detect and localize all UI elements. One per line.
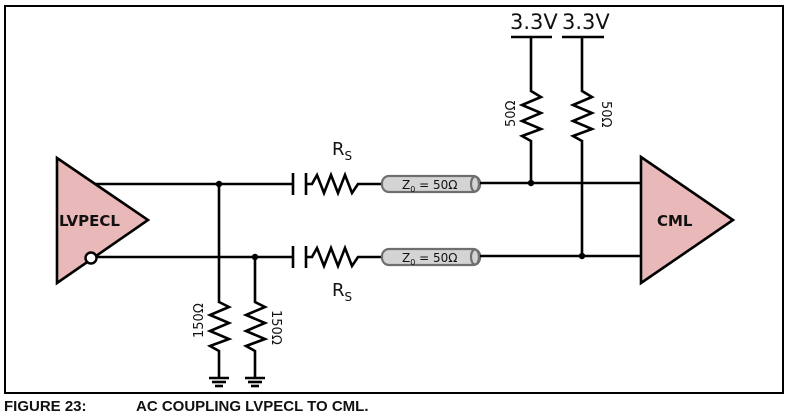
pulldown-resistor-label-left: 150Ω: [192, 303, 207, 338]
series-resistor-label-top: RS: [332, 139, 352, 163]
pullup-resistor-right: [569, 37, 596, 256]
pulldown-resistor-right: [242, 257, 269, 377]
capacitor-bottom: [291, 246, 308, 268]
series-resistor-label-bottom: RS: [332, 280, 352, 304]
figure-frame: [4, 5, 784, 394]
svg-text:CML: CML: [657, 212, 693, 230]
capacitor-top: [291, 173, 308, 195]
junction-dot: [578, 252, 586, 260]
junction-dot: [215, 180, 223, 188]
junction-dot: [251, 253, 259, 261]
ground-icon: [245, 376, 265, 388]
transmission-line-bottom: Z0 = 50Ω: [380, 247, 482, 267]
pullup-resistor-label-right: 50Ω: [598, 101, 613, 128]
svg-text:Z0 = 50Ω: Z0 = 50Ω: [402, 178, 457, 194]
series-resistor-bottom: [306, 244, 384, 270]
pulldown-resistor-left: [206, 184, 233, 377]
pullup-resistor-left: [518, 37, 545, 183]
cml-receiver: CML: [639, 154, 736, 286]
ground-icon: [209, 376, 229, 388]
pullup-resistor-label-left: 50Ω: [504, 100, 519, 127]
series-resistor-top: [306, 171, 384, 197]
transmission-line-top: Z0 = 50Ω: [380, 174, 482, 194]
figure-title: AC COUPLING LVPECL TO CML.: [136, 398, 369, 415]
inverting-output-bubble: [84, 251, 98, 265]
lvpecl-driver: LVPECL: [55, 155, 151, 286]
svg-text:Z0 = 50Ω: Z0 = 50Ω: [402, 251, 457, 267]
pulldown-resistor-label-right: 150Ω: [268, 310, 283, 345]
svg-text:LVPECL: LVPECL: [59, 212, 120, 230]
supply-label-left: 3.3V: [510, 10, 558, 34]
figure-number: FIGURE 23:: [4, 398, 87, 415]
supply-label-right: 3.3V: [562, 10, 610, 34]
junction-dot: [527, 179, 535, 187]
